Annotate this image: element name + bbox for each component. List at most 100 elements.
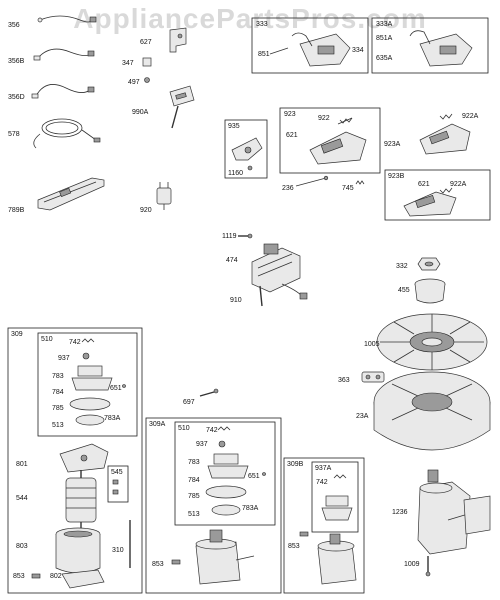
screw-1009[interactable] bbox=[425, 556, 431, 577]
label-1005[interactable]: 1005 bbox=[364, 341, 380, 348]
label-851[interactable]: 851 bbox=[258, 51, 270, 58]
drive-assembly-937a[interactable] bbox=[321, 474, 353, 521]
label-236[interactable]: 236 bbox=[282, 185, 294, 192]
label-937-309a[interactable]: 937 bbox=[196, 441, 208, 448]
label-1160[interactable]: 1160 bbox=[228, 170, 243, 177]
wire-harness-356[interactable] bbox=[37, 15, 97, 23]
brake-pad-363[interactable] bbox=[361, 371, 385, 383]
label-309[interactable]: 309 bbox=[11, 331, 23, 338]
spring-745[interactable] bbox=[355, 180, 365, 185]
governor-control-923b[interactable] bbox=[403, 187, 457, 217]
wire-harness-789b[interactable] bbox=[37, 177, 105, 211]
flywheel-23a[interactable] bbox=[373, 371, 491, 451]
fan-1005[interactable] bbox=[376, 313, 488, 371]
end-cap-802[interactable] bbox=[61, 569, 105, 589]
label-784[interactable]: 784 bbox=[52, 389, 64, 396]
drive-assembly-510[interactable] bbox=[69, 338, 113, 426]
key-switch-990a[interactable] bbox=[169, 85, 195, 129]
label-363[interactable]: 363 bbox=[338, 377, 350, 384]
screw-697[interactable] bbox=[199, 388, 219, 397]
label-935[interactable]: 935 bbox=[228, 123, 240, 130]
label-334[interactable]: 334 bbox=[352, 47, 364, 54]
brush-kit-545[interactable] bbox=[112, 479, 119, 495]
label-784-309a[interactable]: 784 bbox=[188, 477, 200, 484]
stud-910[interactable] bbox=[259, 285, 263, 307]
armature-544[interactable] bbox=[65, 470, 97, 530]
label-937[interactable]: 937 bbox=[58, 355, 70, 362]
cup-455[interactable] bbox=[414, 278, 446, 304]
housing-803[interactable] bbox=[55, 527, 101, 574]
label-545[interactable]: 545 bbox=[111, 469, 123, 476]
governor-lever-935[interactable] bbox=[231, 137, 263, 171]
label-853-309b[interactable]: 853 bbox=[288, 543, 300, 550]
label-1009[interactable]: 1009 bbox=[404, 561, 420, 568]
link-236[interactable] bbox=[295, 175, 329, 187]
label-801[interactable]: 801 bbox=[16, 461, 28, 468]
label-332[interactable]: 332 bbox=[396, 263, 408, 270]
label-990a[interactable]: 990A bbox=[132, 109, 149, 116]
label-356[interactable]: 356 bbox=[8, 22, 20, 29]
label-783a[interactable]: 783A bbox=[104, 415, 121, 422]
ignition-armature-333[interactable] bbox=[291, 32, 351, 67]
label-651-309a[interactable]: 651 bbox=[248, 473, 260, 480]
label-910[interactable]: 910 bbox=[230, 297, 242, 304]
label-922a[interactable]: 922A bbox=[462, 113, 479, 120]
terminal-853[interactable] bbox=[31, 573, 41, 579]
label-356b[interactable]: 356B bbox=[8, 58, 25, 65]
label-745[interactable]: 745 bbox=[342, 185, 354, 192]
pin-651b[interactable] bbox=[262, 472, 266, 476]
governor-control-923[interactable] bbox=[309, 117, 367, 165]
label-742-309b[interactable]: 742 bbox=[316, 479, 328, 486]
label-742[interactable]: 742 bbox=[69, 339, 81, 346]
drive-assembly-510b[interactable] bbox=[205, 426, 249, 516]
wire-harness-356b[interactable] bbox=[33, 48, 95, 61]
label-802[interactable]: 802 bbox=[50, 573, 62, 580]
label-785[interactable]: 785 bbox=[52, 405, 64, 412]
label-785-309a[interactable]: 785 bbox=[188, 493, 200, 500]
solenoid-920[interactable] bbox=[156, 182, 172, 210]
pin-651[interactable] bbox=[122, 384, 126, 388]
label-922[interactable]: 922 bbox=[318, 115, 330, 122]
label-923b[interactable]: 923B bbox=[388, 173, 405, 180]
label-333[interactable]: 333 bbox=[256, 21, 268, 28]
label-310[interactable]: 310 bbox=[112, 547, 124, 554]
label-474[interactable]: 474 bbox=[226, 257, 238, 264]
label-853-309a[interactable]: 853 bbox=[152, 561, 164, 568]
label-923a[interactable]: 923A bbox=[384, 141, 401, 148]
label-309b[interactable]: 309B bbox=[287, 461, 304, 468]
label-621-923b[interactable]: 621 bbox=[418, 181, 430, 188]
label-922a-923b[interactable]: 922A bbox=[450, 181, 467, 188]
label-920[interactable]: 920 bbox=[140, 207, 152, 214]
nut-332[interactable] bbox=[417, 257, 441, 271]
label-621[interactable]: 621 bbox=[286, 132, 298, 139]
starter-motor-1236[interactable] bbox=[417, 469, 491, 555]
wire-coil-578[interactable] bbox=[33, 118, 101, 149]
label-853[interactable]: 853 bbox=[13, 573, 25, 580]
terminal-853c[interactable] bbox=[299, 531, 309, 537]
governor-control-923a[interactable] bbox=[419, 113, 471, 155]
label-356d[interactable]: 356D bbox=[8, 94, 25, 101]
label-510[interactable]: 510 bbox=[41, 336, 53, 343]
label-635a[interactable]: 635A bbox=[376, 55, 393, 62]
label-497[interactable]: 497 bbox=[128, 79, 140, 86]
label-742-309a[interactable]: 742 bbox=[206, 427, 218, 434]
label-783a-309a[interactable]: 783A bbox=[242, 505, 259, 512]
starter-motor-309a[interactable] bbox=[195, 529, 255, 585]
bracket-627[interactable] bbox=[169, 27, 187, 53]
label-783-309a[interactable]: 783 bbox=[188, 459, 200, 466]
screw-1119[interactable] bbox=[238, 233, 253, 239]
label-333a[interactable]: 333A bbox=[376, 21, 393, 28]
label-513[interactable]: 513 bbox=[52, 422, 64, 429]
terminal-853b[interactable] bbox=[171, 559, 181, 565]
label-578[interactable]: 578 bbox=[8, 131, 20, 138]
ignition-armature-474[interactable] bbox=[251, 243, 308, 300]
label-1119[interactable]: 1119 bbox=[222, 233, 237, 240]
starter-motor-309b[interactable] bbox=[317, 533, 357, 585]
wire-harness-356d[interactable] bbox=[31, 84, 95, 99]
label-697[interactable]: 697 bbox=[183, 399, 195, 406]
label-789b[interactable]: 789B bbox=[8, 207, 25, 214]
label-923[interactable]: 923 bbox=[284, 111, 296, 118]
label-1236[interactable]: 1236 bbox=[392, 509, 408, 516]
clip-347[interactable] bbox=[142, 57, 152, 67]
ignition-armature-333a[interactable] bbox=[409, 30, 473, 67]
